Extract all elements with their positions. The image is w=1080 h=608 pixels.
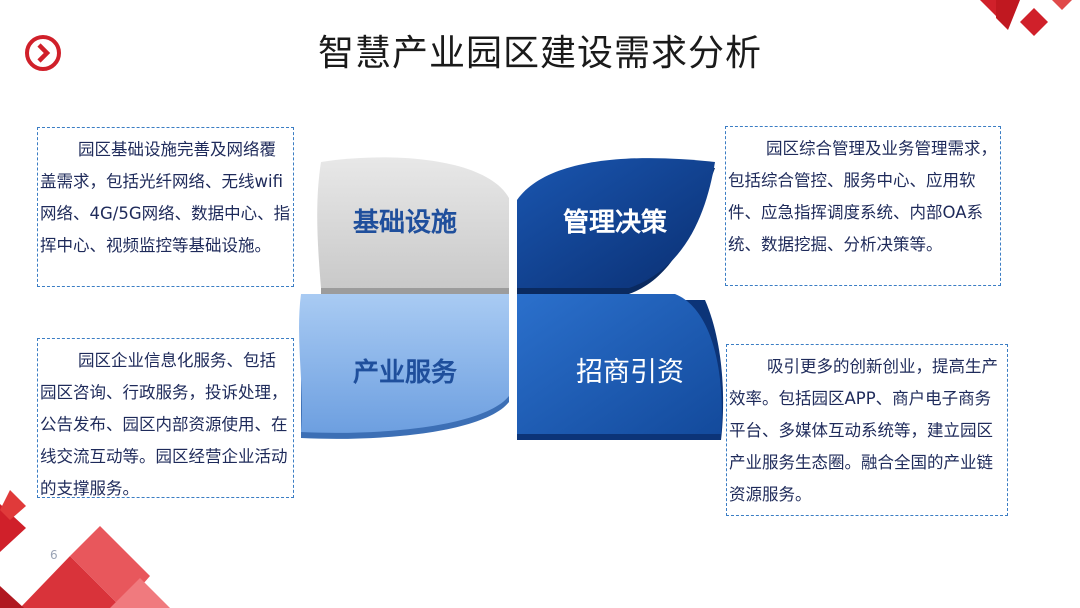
quadrant-label-management: 管理决策	[550, 202, 680, 239]
description-investment: 吸引更多的创新创业，提高生产效率。包括园区APP、商户电子商务平台、多媒体互动系…	[726, 344, 1008, 516]
page-number: 6	[50, 548, 58, 562]
four-quadrant-graphic	[295, 150, 735, 450]
page-title: 智慧产业园区建设需求分析	[0, 24, 1080, 76]
quadrant-label-infrastructure: 基础设施	[340, 202, 470, 239]
description-industry-service: 园区企业信息化服务、包括园区咨询、行政服务，投诉处理，公告发布、园区内部资源使用…	[37, 338, 294, 498]
quadrant-label-industry-service: 产业服务	[340, 352, 470, 389]
corner-decoration-bottom-left	[0, 490, 170, 608]
description-management: 园区综合管理及业务管理需求，包括综合管控、服务中心、应用软件、应急指挥调度系统、…	[725, 126, 1001, 286]
description-infrastructure: 园区基础设施完善及网络覆盖需求，包括光纤网络、无线wifi网络、4G/5G网络、…	[37, 127, 294, 287]
quadrant-label-investment: 招商引资	[560, 350, 700, 389]
